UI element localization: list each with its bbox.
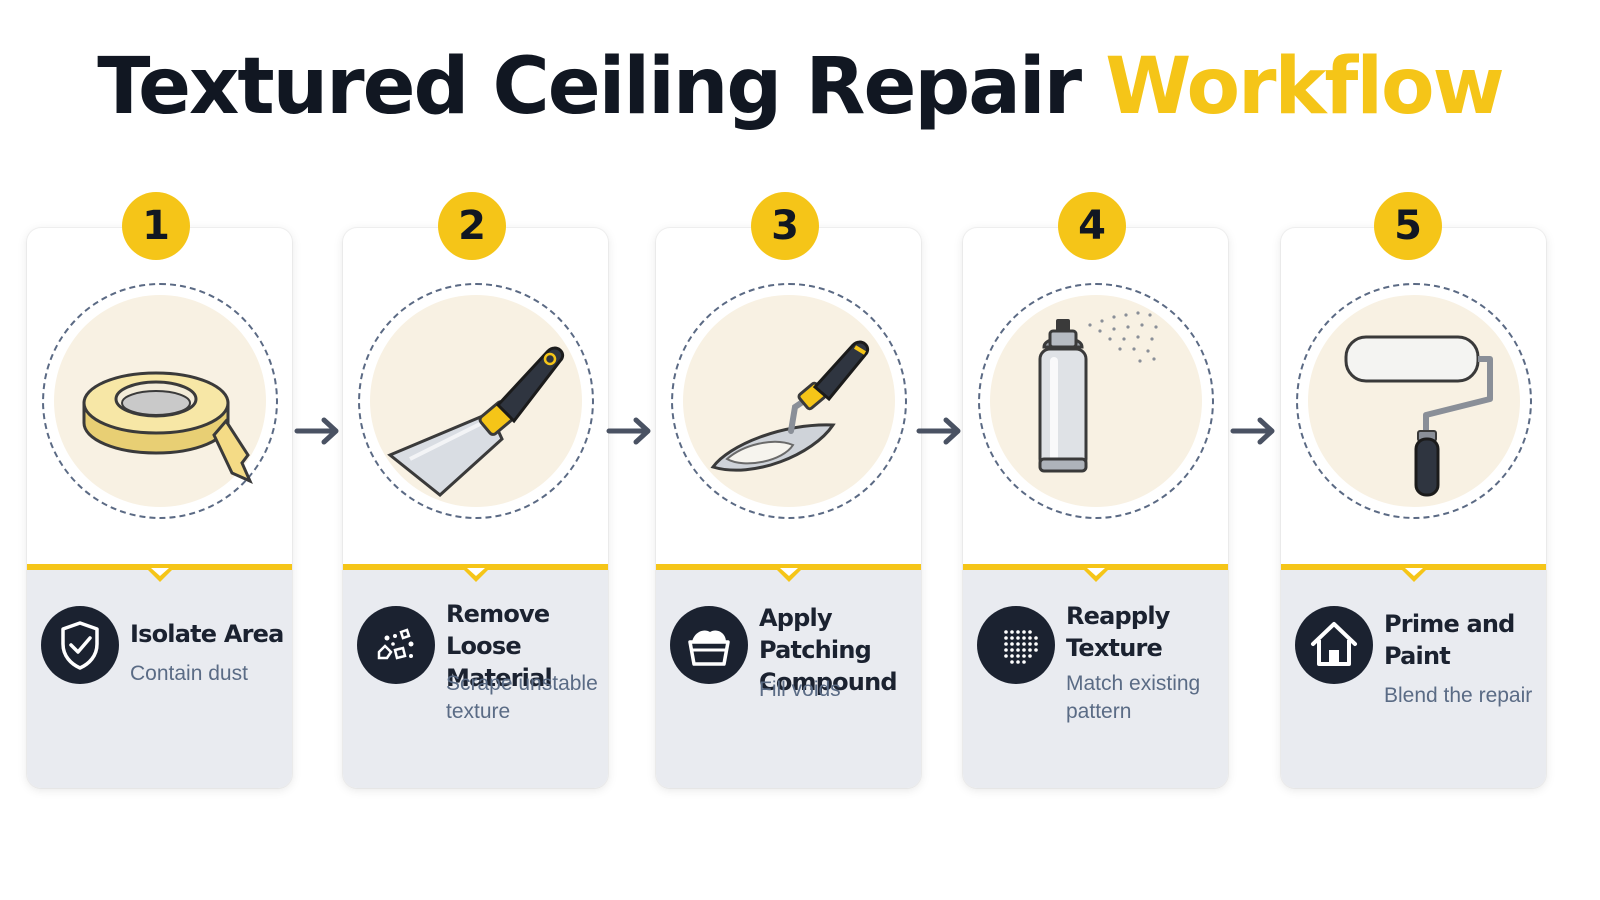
dashed-ring: [1296, 283, 1532, 519]
texture-dots-icon: [977, 606, 1055, 684]
arrow-right-icon: [294, 417, 339, 445]
tool-background: [370, 295, 582, 507]
debris-icon: [357, 606, 435, 684]
compound-bucket-icon: [670, 606, 748, 684]
title-main: Textured Ceiling Repair: [97, 42, 1082, 132]
step-2-number-badge: 2: [438, 192, 506, 260]
step-title: Reapply Texture: [1066, 602, 1170, 662]
paint-roller-icon: [1344, 335, 1493, 497]
dashed-ring: [671, 283, 907, 519]
step-4-card: Reapply Texture Match existing pattern: [963, 228, 1228, 788]
step-5-card: Prime and Paint Blend the repair: [1281, 228, 1546, 788]
step-title: Apply Patching Compound: [759, 604, 898, 696]
trowel-icon: [710, 340, 870, 472]
step-2-card: Remove Loose Material Scrape unstable te…: [343, 228, 608, 788]
putty-knife-icon: [387, 346, 565, 497]
spray-can-icon: [1038, 311, 1158, 473]
step-description: Fill voids: [759, 678, 841, 701]
step-3-number-badge: 3: [751, 192, 819, 260]
dashed-ring: [358, 283, 594, 519]
step-title: Remove Loose Material: [446, 600, 553, 692]
step-description: Blend the repair: [1384, 684, 1533, 707]
title-accent: Workflow: [1105, 42, 1504, 132]
step-1-number-badge: 1: [122, 192, 190, 260]
step-5-number-badge: 5: [1374, 192, 1442, 260]
step-description: Scrape unstable texture: [446, 672, 598, 723]
arrow-right-icon: [1230, 417, 1275, 445]
step-3-card: Apply Patching Compound Fill voids: [656, 228, 921, 788]
dashed-ring: [978, 283, 1214, 519]
house-icon: [1295, 606, 1373, 684]
step-1-card: Isolate Area Contain dust: [27, 228, 292, 788]
shield-check-icon: [41, 606, 119, 684]
dashed-ring: [42, 283, 278, 519]
arrow-right-icon: [606, 417, 651, 445]
tool-background: [990, 295, 1202, 507]
step-description: Match existing pattern: [1066, 672, 1201, 723]
step-title: Prime and Paint: [1384, 610, 1515, 670]
page-title: Textured Ceiling Repair Workflow: [0, 42, 1600, 132]
masking-tape-icon: [82, 371, 253, 484]
step-description: Contain dust: [130, 662, 248, 685]
tool-background: [683, 295, 895, 507]
step-4-number-badge: 4: [1058, 192, 1126, 260]
arrow-right-icon: [916, 417, 961, 445]
step-title: Isolate Area: [130, 620, 284, 648]
